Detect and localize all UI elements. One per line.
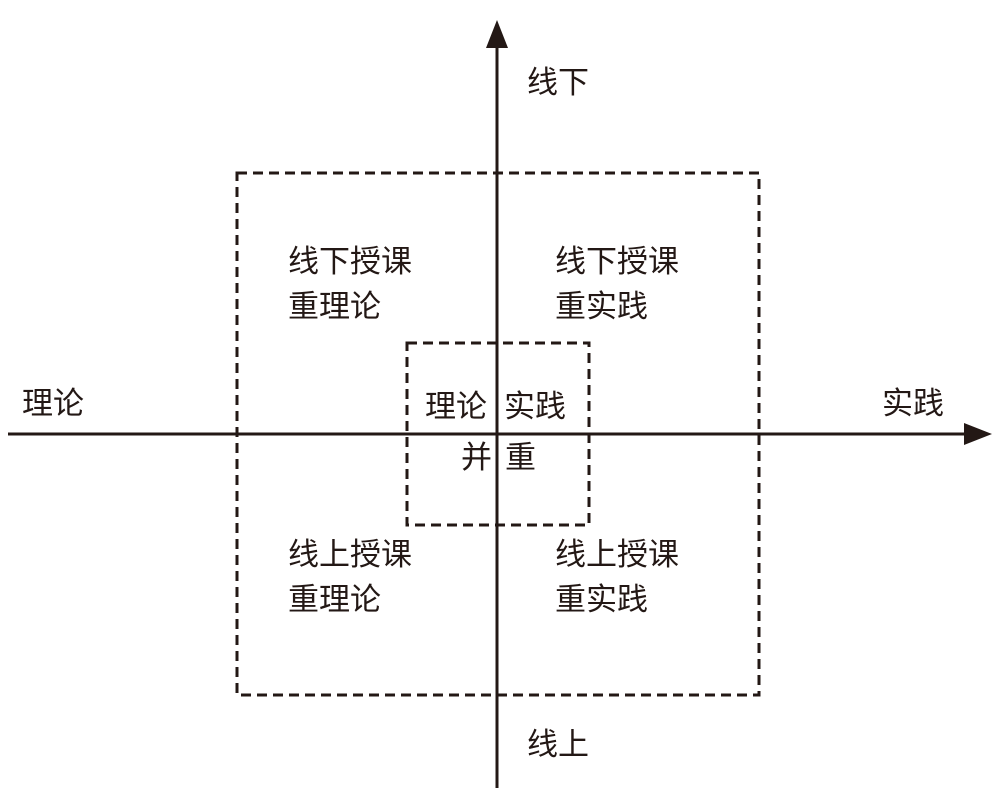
center-right-word: 实践	[504, 389, 566, 425]
quadrant-bottom-right-line1: 线上授课	[555, 537, 679, 573]
quadrant-top-left-line1: 线下授课	[288, 244, 412, 280]
center-left-word: 理论	[425, 389, 487, 425]
axis-label-right: 实践	[882, 386, 944, 422]
quadrant-bottom-left: 线上授课 重理论	[288, 533, 412, 623]
axis-label-left: 理论	[22, 386, 84, 422]
axis-label-top: 线下	[527, 65, 589, 101]
quadrant-top-right-line2: 重实践	[555, 289, 648, 325]
quadrant-top-left: 线下授课 重理论	[288, 240, 412, 330]
quadrant-bottom-left-line1: 线上授课	[288, 537, 412, 573]
center-right-char: 重	[505, 440, 536, 476]
right-arrowhead	[964, 423, 992, 445]
quadrant-top-right-line1: 线下授课	[555, 244, 679, 280]
quadrant-top-left-line2: 重理论	[288, 289, 381, 325]
center-left-char: 并	[461, 440, 492, 476]
top-arrowhead	[486, 20, 508, 48]
axis-label-bottom: 线上	[527, 727, 589, 763]
quadrant-top-right: 线下授课 重实践	[555, 240, 679, 330]
quadrant-bottom-left-line2: 重理论	[288, 582, 381, 618]
quadrant-bottom-right-line2: 重实践	[555, 582, 648, 618]
quadrant-bottom-right: 线上授课 重实践	[555, 533, 679, 623]
